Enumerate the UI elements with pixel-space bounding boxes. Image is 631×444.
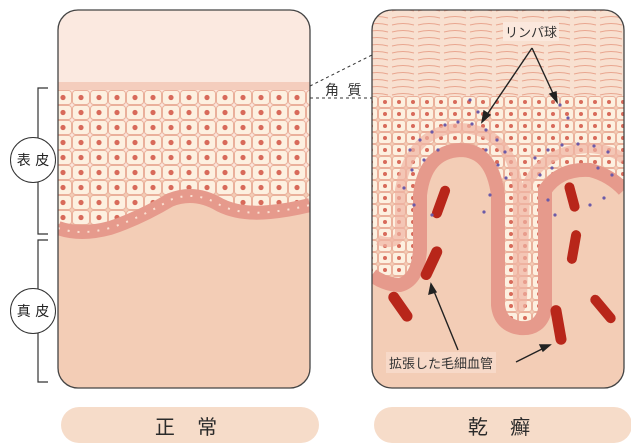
dilated-capillary-label: 拡張した毛細血管 xyxy=(386,352,496,373)
stratum-corneum-label: 角 質 xyxy=(325,80,363,100)
psoriasis-skin-panel xyxy=(372,10,624,388)
dermis-label: 真 皮 xyxy=(10,288,56,334)
psoriasis-caption-text: 乾 癬 xyxy=(468,411,538,440)
normal-caption: 正 常 xyxy=(61,407,319,443)
normal-caption-text: 正 常 xyxy=(155,411,225,440)
dermis-label-text: 真 皮 xyxy=(17,301,49,321)
thick-horny-layer xyxy=(372,10,624,98)
epidermis-label-text: 表 皮 xyxy=(17,150,49,170)
lymphocyte-label: リンパ球 xyxy=(503,22,559,41)
psoriasis-caption: 乾 癬 xyxy=(374,407,631,443)
layer-brackets xyxy=(38,88,48,382)
normal-skin-panel xyxy=(58,10,310,390)
epidermis-label: 表 皮 xyxy=(10,137,56,183)
